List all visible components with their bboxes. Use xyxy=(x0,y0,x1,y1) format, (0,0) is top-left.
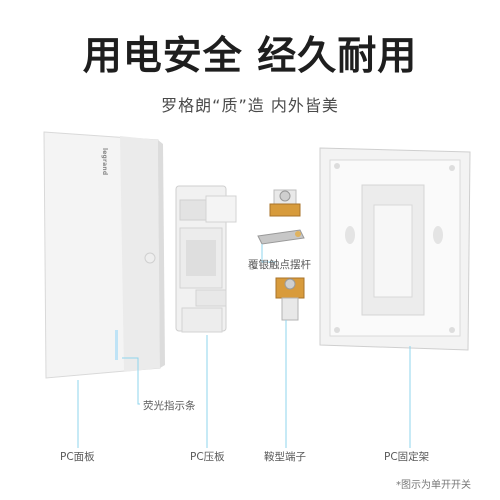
label-pc-frame: PC固定架 xyxy=(384,451,430,463)
label-pc-panel: PC面板 xyxy=(60,451,95,463)
subheadline: 罗格朗“质”造 内外皆美 xyxy=(161,96,339,115)
leader-lines xyxy=(77,244,411,448)
pc-press-graphic xyxy=(175,185,237,333)
footnote: *图示为单开开关 xyxy=(396,480,471,491)
silver-contact-graphic xyxy=(257,189,305,245)
saddle-terminal-graphic xyxy=(275,277,305,321)
label-indicator: 荧光指示条 xyxy=(143,400,196,412)
legrand-logo: legrand xyxy=(101,148,108,176)
label-pc-press: PC压板 xyxy=(190,451,225,463)
indicator-strip xyxy=(115,330,118,360)
label-saddle-terminal: 鞍型端子 xyxy=(264,451,306,463)
pc-panel-graphic xyxy=(43,131,165,379)
pc-frame-graphic xyxy=(319,147,471,351)
headline: 用电安全 经久耐用 xyxy=(82,34,418,79)
label-silver-contact: 覆银触点摆杆 xyxy=(248,259,311,271)
